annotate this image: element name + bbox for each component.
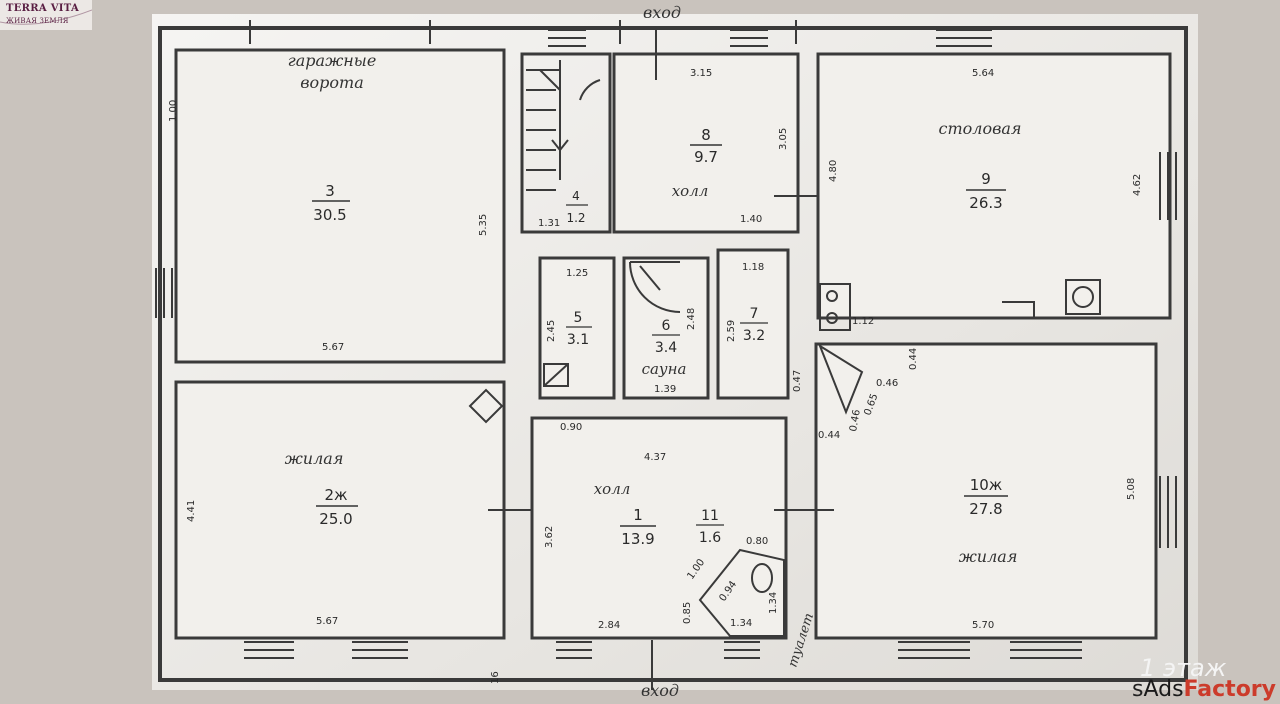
dim-5-70: 5.70 bbox=[972, 620, 994, 631]
dim-1-40: 1.40 bbox=[740, 214, 762, 225]
brand-logo: TERRA VITA ЖИВАЯ ЗЕМЛЯ bbox=[0, 0, 92, 30]
room-2-area: 25.0 bbox=[319, 510, 352, 528]
room-8-area: 9.7 bbox=[694, 148, 718, 166]
dim-2-84: 2.84 bbox=[598, 620, 620, 631]
dim-3-62: 3.62 bbox=[544, 526, 555, 548]
room-4-area: 1.2 bbox=[566, 211, 585, 225]
dim-2-59: 2.59 bbox=[726, 320, 737, 342]
room-1-area: 13.9 bbox=[621, 530, 654, 548]
room-10-id: 10ж bbox=[970, 476, 1003, 494]
dim-4-37: 4.37 bbox=[644, 452, 666, 463]
room-6-id: 6 bbox=[662, 318, 671, 334]
room-1-id: 1 bbox=[633, 506, 643, 524]
dim-3-05: 3.05 bbox=[778, 128, 789, 150]
dim-1-39: 1.39 bbox=[654, 384, 676, 395]
logo-swoosh-icon bbox=[0, 9, 92, 25]
walls bbox=[158, 26, 1188, 682]
dim-4-62: 4.62 bbox=[1132, 174, 1143, 196]
dim-1-34-side: 1.34 bbox=[768, 592, 779, 614]
room-5-id: 5 bbox=[574, 310, 583, 326]
watermark-prefix: s bbox=[1131, 677, 1144, 702]
room-1-name: холл bbox=[594, 480, 631, 498]
dim-0-46-diag: 0.46 bbox=[848, 409, 863, 433]
dim-5-67-top: 5.67 bbox=[322, 342, 344, 353]
room-7-area: 3.2 bbox=[743, 328, 765, 344]
room-2-name: жилая bbox=[285, 449, 344, 468]
dim-1-12: 1.12 bbox=[852, 316, 874, 327]
dim-1-31: 1.31 bbox=[538, 218, 560, 229]
room-6-area: 3.4 bbox=[655, 340, 677, 356]
dim-0-85: 0.85 bbox=[682, 602, 693, 624]
details bbox=[155, 20, 1177, 690]
dim-0-47: 0.47 bbox=[792, 370, 803, 392]
room-10-area: 27.8 bbox=[969, 500, 1002, 518]
entrance-bottom-label: вход bbox=[641, 681, 679, 700]
room-4-id: 4 bbox=[572, 189, 580, 203]
room-3-id: 3 bbox=[325, 182, 335, 200]
room-2-id: 2ж bbox=[324, 486, 347, 504]
dim-2-45: 2.45 bbox=[546, 320, 557, 342]
dim-5-64: 5.64 bbox=[972, 68, 994, 79]
room-11-area: 1.6 bbox=[699, 530, 721, 546]
garage-gate-line2: ворота bbox=[300, 73, 364, 92]
room-7-id: 7 bbox=[750, 306, 759, 322]
floor-label: 1 этаж bbox=[1140, 654, 1227, 682]
room-5-area: 3.1 bbox=[567, 332, 589, 348]
dim-1-18: 1.18 bbox=[742, 262, 764, 273]
room-9-area: 26.3 bbox=[969, 194, 1002, 212]
room-8-name: холл bbox=[672, 182, 709, 200]
watermark-factory: Factory bbox=[1183, 677, 1276, 702]
room-9-id: 9 bbox=[981, 170, 991, 188]
watermark: sAdsFactory bbox=[1132, 677, 1276, 702]
room-11-id: 11 bbox=[701, 508, 719, 524]
dim-0-44-bottom: 0.44 bbox=[818, 430, 840, 441]
dim-0-80: 0.80 bbox=[746, 536, 768, 547]
dim-1-00: 1.00 bbox=[168, 100, 179, 122]
dim-5-35: 5.35 bbox=[478, 214, 489, 236]
brand-name: TERRA VITA bbox=[6, 3, 80, 14]
dim-4-80: 4.80 bbox=[828, 160, 839, 182]
room-6-name: сауна bbox=[642, 360, 687, 378]
dim-2-48: 2.48 bbox=[686, 308, 697, 330]
room-9-name: столовая bbox=[938, 119, 1021, 138]
brand-tagline: ЖИВАЯ ЗЕМЛЯ bbox=[6, 17, 69, 25]
room-10-name: жилая bbox=[959, 547, 1018, 566]
garage-gate-line1: гаражные bbox=[288, 51, 377, 70]
watermark-ads: Ads bbox=[1143, 677, 1184, 702]
dim-5-67-bottom: 5.67 bbox=[316, 616, 338, 627]
entrance-top-label: вход bbox=[643, 3, 681, 22]
dim-0-46-right: 0.46 bbox=[876, 378, 898, 389]
room-3-area: 30.5 bbox=[313, 206, 346, 224]
dim-16: 16 bbox=[490, 671, 501, 684]
dim-1-34-bottom: 1.34 bbox=[730, 618, 752, 629]
dim-4-41: 4.41 bbox=[186, 500, 197, 522]
dim-0-90: 0.90 bbox=[560, 422, 582, 433]
dim-3-15: 3.15 bbox=[690, 68, 712, 79]
dim-1-25: 1.25 bbox=[566, 268, 588, 279]
dim-0-44-top: 0.44 bbox=[908, 348, 919, 370]
dim-5-08: 5.08 bbox=[1126, 478, 1137, 500]
room-8-id: 8 bbox=[701, 126, 711, 144]
